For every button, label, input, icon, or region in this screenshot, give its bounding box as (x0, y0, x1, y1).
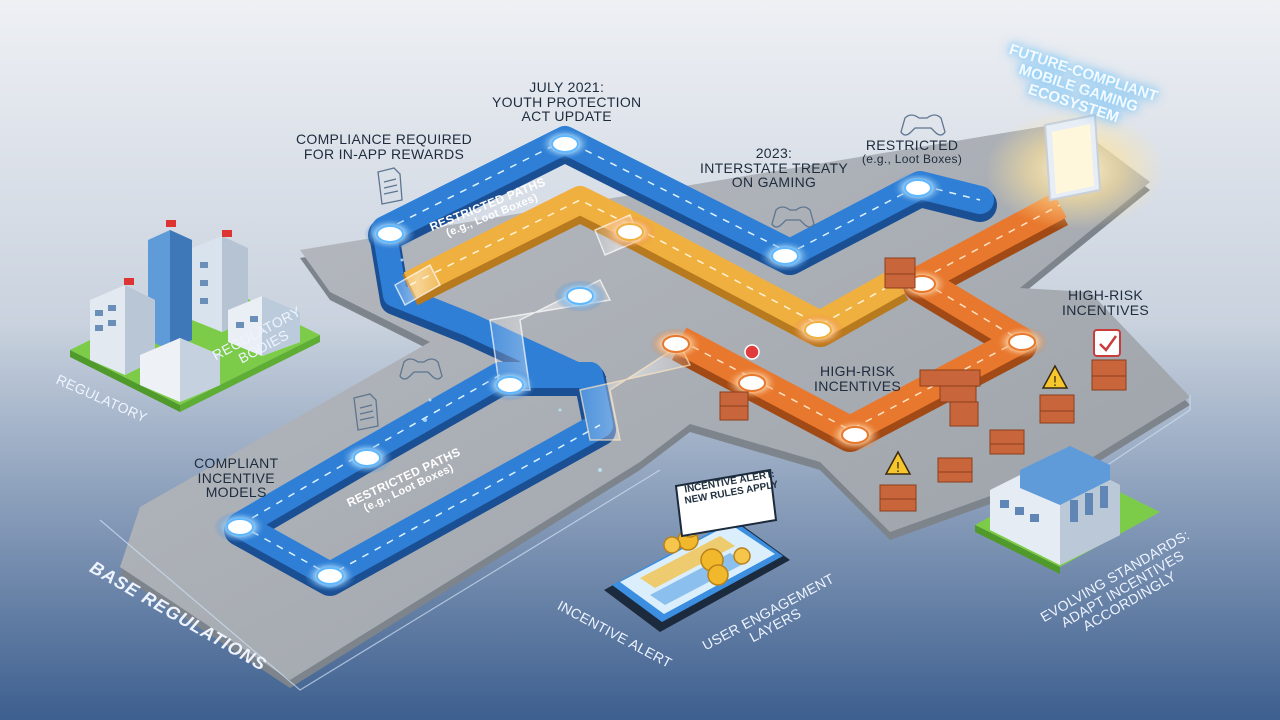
node-compliance-required (364, 218, 416, 250)
label-restricted-top: RESTRICTED(e.g., Loot Boxes) (862, 137, 963, 166)
node-compliant-lower-left (214, 511, 266, 543)
svg-text:!: ! (1052, 375, 1057, 390)
path-nodes (214, 128, 1048, 592)
glowing-door-icon (985, 110, 1165, 230)
node-blue-mid (554, 280, 606, 312)
building-icon (975, 446, 1160, 574)
node-treaty-2023 (759, 240, 811, 272)
node-highrisk-3 (829, 419, 881, 451)
node-compliant-models (341, 442, 393, 474)
node-blue-tube (484, 369, 536, 401)
glow-particles (400, 258, 602, 472)
checkmark-sign-icon (1093, 329, 1121, 357)
node-restricted-upper (604, 216, 656, 248)
node-highrisk-1 (650, 328, 702, 360)
node-highrisk-2 (726, 367, 778, 399)
node-july-2021 (539, 128, 591, 160)
gamepad-icon (399, 114, 946, 380)
node-restricted-mid (792, 314, 844, 346)
stop-sign-icon (744, 344, 760, 360)
node-restricted-top (892, 172, 944, 204)
node-highrisk-4 (996, 326, 1048, 358)
warning-icon: ! ! (884, 364, 1069, 476)
node-compliant-bottom (304, 560, 356, 592)
brick-wall-icon (719, 257, 1127, 512)
alert-sign (674, 468, 778, 538)
svg-text:!: ! (895, 461, 900, 476)
building-icon (70, 220, 320, 412)
document-icon (353, 167, 403, 431)
